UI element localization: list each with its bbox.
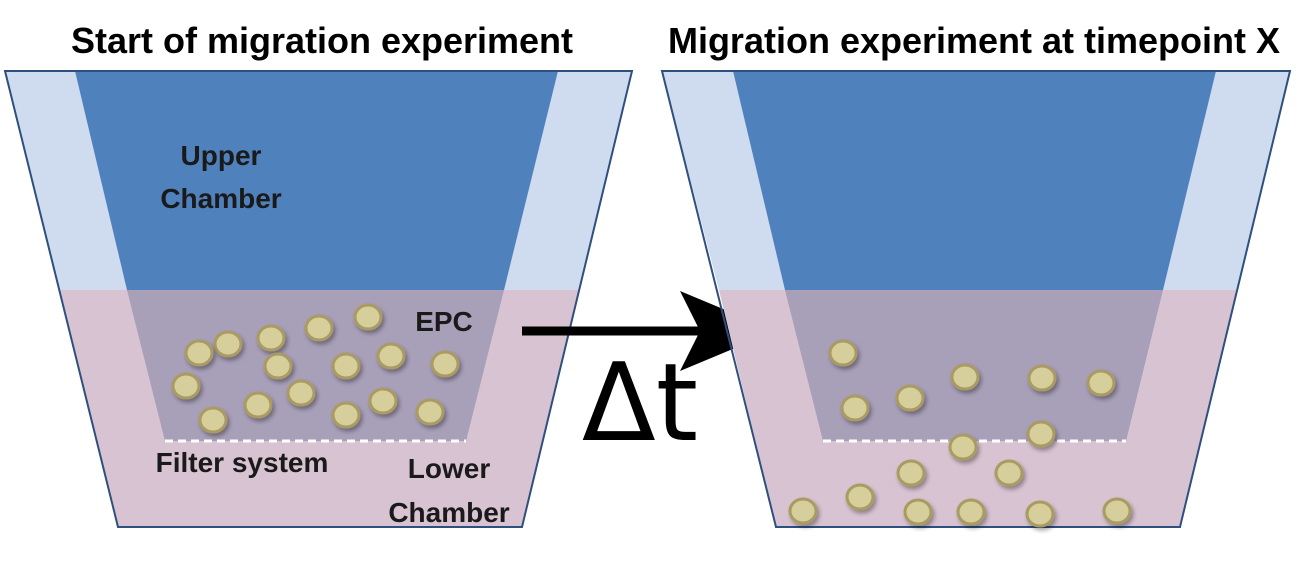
epc-cell bbox=[994, 459, 1024, 487]
right-well bbox=[660, 70, 1292, 528]
epc-cell bbox=[1026, 420, 1056, 448]
right-panel: Migration experiment at timepoint X bbox=[660, 20, 1292, 528]
epc-cell bbox=[184, 339, 214, 367]
epc-cell bbox=[903, 498, 933, 526]
right-well-outline bbox=[660, 70, 1292, 528]
lower-chamber-label-line2: Chamber bbox=[388, 497, 509, 528]
epc-cell bbox=[950, 363, 980, 391]
epc-cell bbox=[788, 497, 818, 525]
filter-system-label: Filter system bbox=[156, 447, 329, 478]
epc-cell bbox=[948, 433, 978, 461]
left-epc-cells bbox=[171, 303, 460, 434]
left-panel-title: Start of migration experiment bbox=[71, 20, 573, 61]
epc-cell bbox=[368, 387, 398, 415]
epc-cell bbox=[1086, 369, 1116, 397]
epc-cell bbox=[376, 342, 406, 370]
right-panel-title: Migration experiment at timepoint X bbox=[668, 20, 1280, 61]
right-upper-medium bbox=[733, 71, 1216, 290]
epc-cell bbox=[213, 330, 243, 358]
epc-cell bbox=[331, 352, 361, 380]
epc-cell bbox=[1027, 364, 1057, 392]
epc-cell bbox=[828, 339, 858, 367]
epc-cell bbox=[845, 483, 875, 511]
epc-cell bbox=[1025, 500, 1055, 528]
upper-chamber-label-line1: Upper bbox=[181, 140, 262, 171]
upper-chamber-label-line2: Chamber bbox=[160, 183, 281, 214]
epc-cell bbox=[353, 303, 383, 331]
epc-cell bbox=[840, 394, 870, 422]
epc-label: EPC bbox=[415, 306, 473, 337]
left-upper-medium bbox=[75, 71, 558, 290]
epc-cell bbox=[171, 372, 201, 400]
right-epc-cells bbox=[788, 339, 1132, 528]
epc-cell bbox=[1102, 497, 1132, 525]
epc-cell bbox=[430, 350, 460, 378]
left-panel: Start of migration experiment Upper Cham… bbox=[3, 20, 634, 528]
right-insert-overlap bbox=[785, 290, 1163, 441]
epc-cell bbox=[263, 352, 293, 380]
epc-cell bbox=[415, 398, 445, 426]
epc-cell bbox=[956, 498, 986, 526]
epc-cell bbox=[331, 401, 361, 429]
epc-cell bbox=[243, 391, 273, 419]
epc-cell bbox=[256, 324, 286, 352]
epc-cell bbox=[286, 379, 316, 407]
left-well-outline bbox=[3, 70, 634, 528]
epc-cell bbox=[896, 459, 926, 487]
lower-chamber-label-line1: Lower bbox=[408, 453, 491, 484]
epc-cell bbox=[198, 406, 228, 434]
epc-cell bbox=[895, 384, 925, 412]
left-insert-overlap bbox=[127, 290, 504, 441]
epc-cell bbox=[304, 314, 334, 342]
delta-t-label: Δt bbox=[582, 341, 698, 466]
